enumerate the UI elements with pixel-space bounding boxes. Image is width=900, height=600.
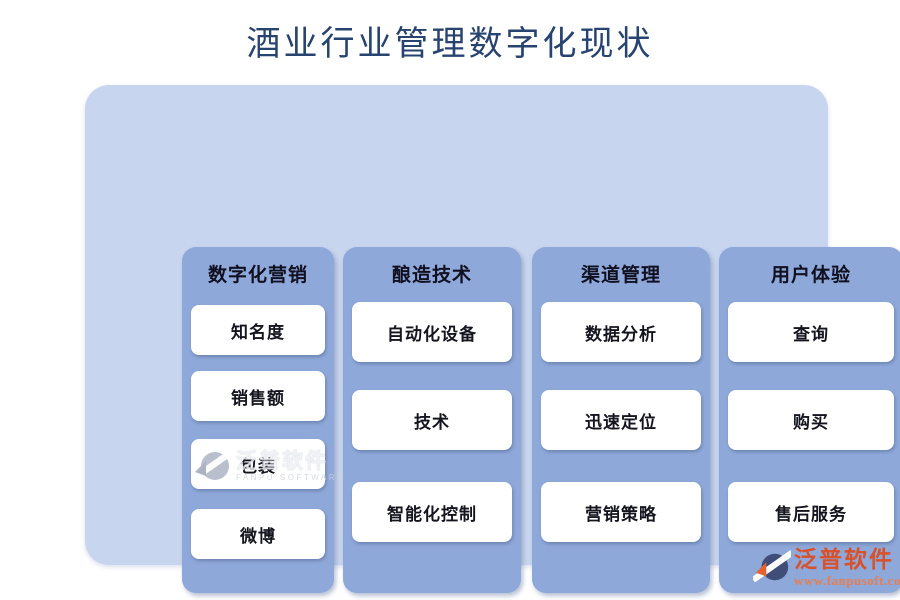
column-header: 酿造技术 [391, 265, 472, 286]
item-button[interactable]: 包装 [191, 439, 325, 489]
item-button[interactable]: 知名度 [191, 305, 325, 355]
item-button[interactable]: 自动化设备 [352, 302, 512, 362]
footer-brand: 泛普软件 [794, 547, 894, 572]
column-header: 用户体验 [770, 265, 851, 286]
column-digital-marketing: 数字化营销 知名度 销售额 包装 微博 [182, 247, 334, 593]
item-button[interactable]: 微博 [191, 509, 325, 559]
footer-url[interactable]: www.fanpusoft.com [794, 573, 900, 588]
item-button[interactable]: 查询 [728, 302, 894, 362]
page-title: 酒业行业管理数字化现状 [246, 26, 654, 63]
footer-logo: 泛普软件 www.fanpusoft.com [753, 548, 900, 587]
item-button[interactable]: 营销策略 [541, 482, 701, 542]
item-button[interactable]: 智能化控制 [352, 482, 512, 542]
item-button[interactable]: 售后服务 [728, 482, 894, 542]
diagram-panel: 数字化营销 知名度 销售额 包装 微博 酿造技术 自动化设备 技术 智能化控制 … [85, 85, 900, 593]
item-button[interactable]: 数据分析 [541, 302, 701, 362]
column-channel-management: 渠道管理 数据分析 迅速定位 营销策略 [532, 247, 710, 593]
column-brewing-tech: 酿造技术 自动化设备 技术 智能化控制 [343, 247, 521, 593]
column-header: 渠道管理 [580, 265, 661, 286]
item-button[interactable]: 购买 [728, 390, 894, 450]
column-header: 数字化营销 [207, 265, 308, 286]
item-button[interactable]: 销售额 [191, 371, 325, 421]
item-button[interactable]: 迅速定位 [541, 390, 701, 450]
column-user-experience: 用户体验 查询 购买 售后服务 [719, 247, 900, 593]
item-button[interactable]: 技术 [352, 390, 512, 450]
fanpu-logo-icon [753, 550, 791, 583]
